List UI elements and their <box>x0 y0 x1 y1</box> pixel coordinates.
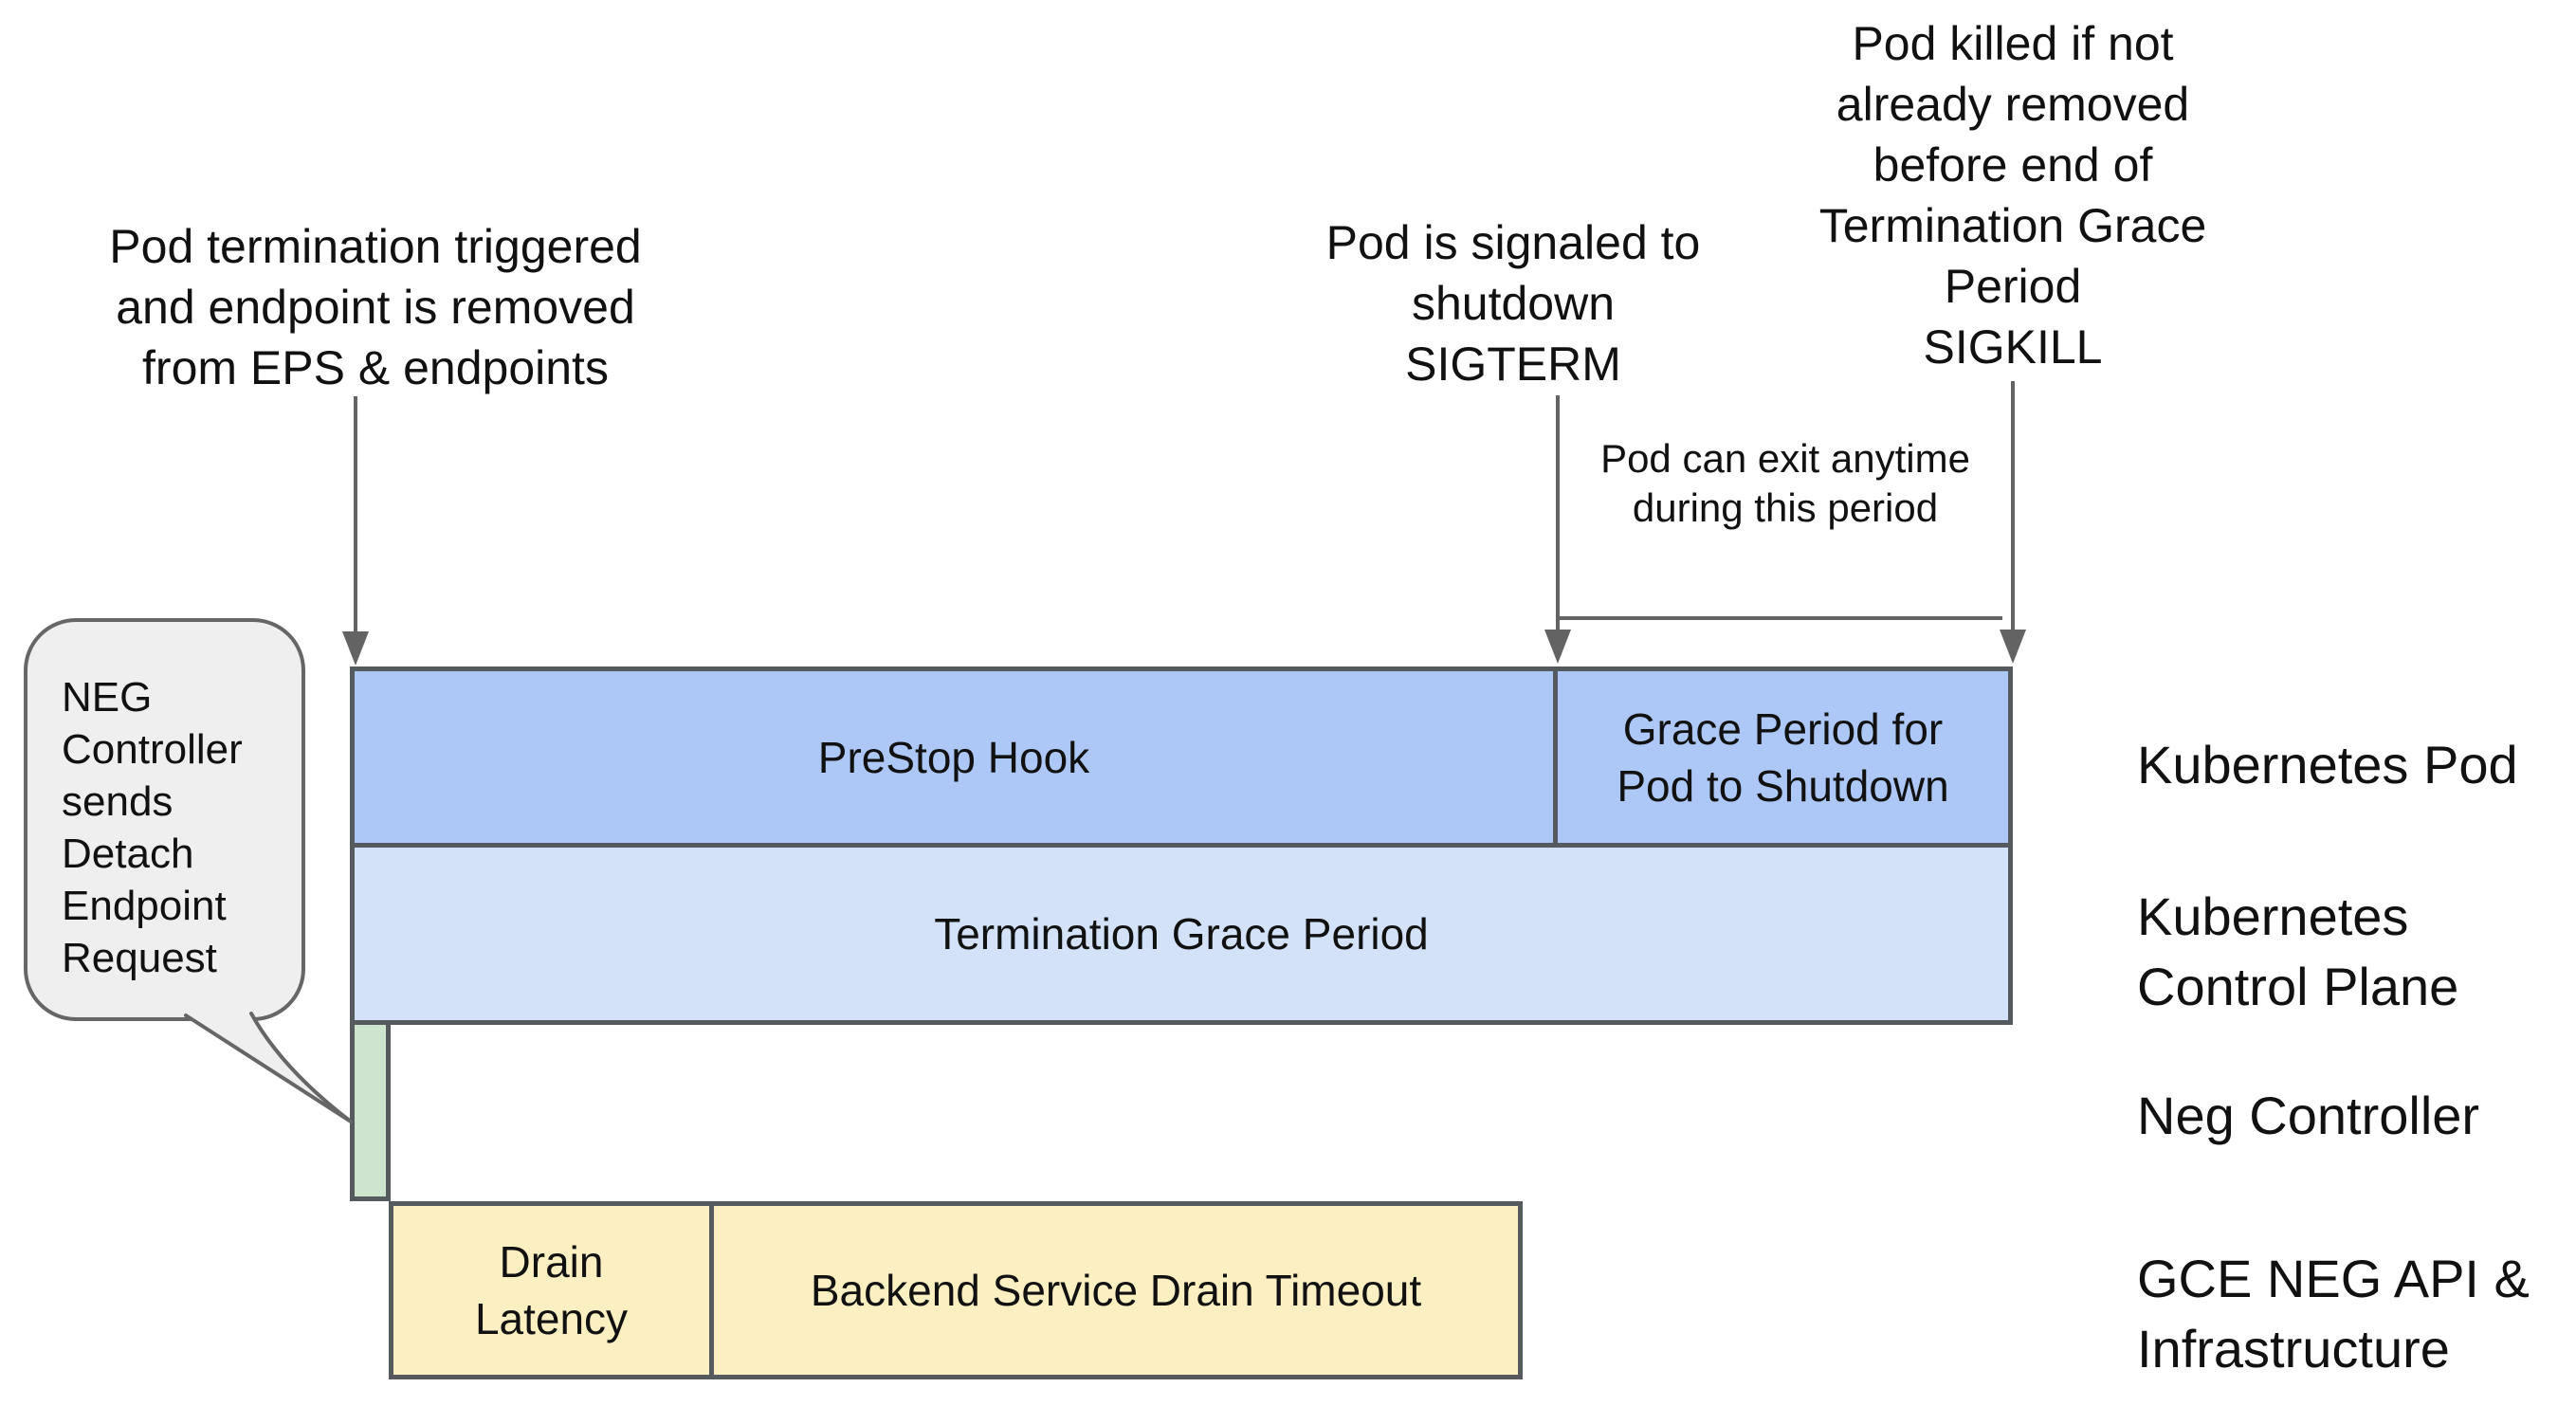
bubble-line: sends <box>62 778 174 825</box>
annotation-sigkill: Pod killed if not already removed before… <box>1776 13 2250 377</box>
bar-label: Pod to Shutdown <box>1617 760 1949 811</box>
annotation-line: and endpoint is removed <box>116 281 635 334</box>
lane-label-line: Control Plane <box>2137 957 2459 1016</box>
annotation-line: shutdown <box>1411 277 1616 330</box>
bar-label: Backend Service Drain Timeout <box>810 1266 1422 1315</box>
bar-label: Latency <box>474 1294 629 1343</box>
lane-label-line: GCE NEG API & <box>2137 1249 2530 1308</box>
annotation-line: SIGKILL <box>1923 320 2103 374</box>
lane-label-neg-controller: Neg Controller <box>2137 1086 2480 1145</box>
annotation-line: Pod termination triggered <box>109 220 642 273</box>
annotation-line: Termination Grace <box>1818 199 2207 252</box>
bar-prestop-hook: PreStop Hook <box>350 666 1558 848</box>
annotation-line: during this period <box>1632 485 1939 530</box>
lane-label-kubernetes-pod: Kubernetes Pod <box>2137 735 2518 794</box>
lane-label-line: Infrastructure <box>2137 1319 2450 1379</box>
annotation-line: SIGTERM <box>1405 338 1621 391</box>
annotation-line: Pod is signaled to <box>1325 216 1701 269</box>
annotation-pod-termination: Pod termination triggered and endpoint i… <box>57 216 694 398</box>
bubble-line: Request <box>62 935 217 981</box>
bubble-line: Controller <box>62 726 243 773</box>
neg-controller-callout-bubble: NEG Controller sends Detach Endpoint Req… <box>24 618 305 1021</box>
lane-label-kubernetes-control-plane: Kubernetes Control Plane <box>2137 882 2458 1022</box>
annotation-exit-anytime: Pod can exit anytime during this period <box>1572 434 1999 533</box>
lane-label-line: Kubernetes <box>2137 886 2409 946</box>
annotation-sigterm: Pod is signaled to shutdown SIGTERM <box>1300 212 1726 394</box>
annotation-line: Pod killed if not <box>1852 17 2174 70</box>
annotation-line: Period <box>1944 260 2082 313</box>
lane-label-gce-neg-api: GCE NEG API & Infrastructure <box>2137 1244 2530 1384</box>
bar-drain-latency: Drain Latency <box>389 1201 714 1379</box>
bubble-line: Detach <box>62 831 194 877</box>
bar-backend-service-drain-timeout: Backend Service Drain Timeout <box>714 1201 1523 1379</box>
bubble-line: NEG <box>62 674 153 721</box>
bar-label: Grace Period for <box>1622 703 1944 754</box>
annotation-line: already removed <box>1836 78 2190 131</box>
annotation-line: from EPS & endpoints <box>142 341 609 394</box>
bar-label: PreStop Hook <box>817 732 1090 782</box>
bar-grace-period-shutdown: Grace Period for Pod to Shutdown <box>1558 666 2013 848</box>
bar-neg-controller-detach <box>350 1025 391 1201</box>
annotation-line: Pod can exit anytime <box>1600 436 1970 481</box>
bar-label: Termination Grace Period <box>934 909 1429 959</box>
bar-label: Drain <box>499 1237 604 1287</box>
annotation-line: before end of <box>1873 138 2153 192</box>
bubble-line: Endpoint <box>62 883 227 929</box>
bar-termination-grace-period: Termination Grace Period <box>350 848 2013 1025</box>
